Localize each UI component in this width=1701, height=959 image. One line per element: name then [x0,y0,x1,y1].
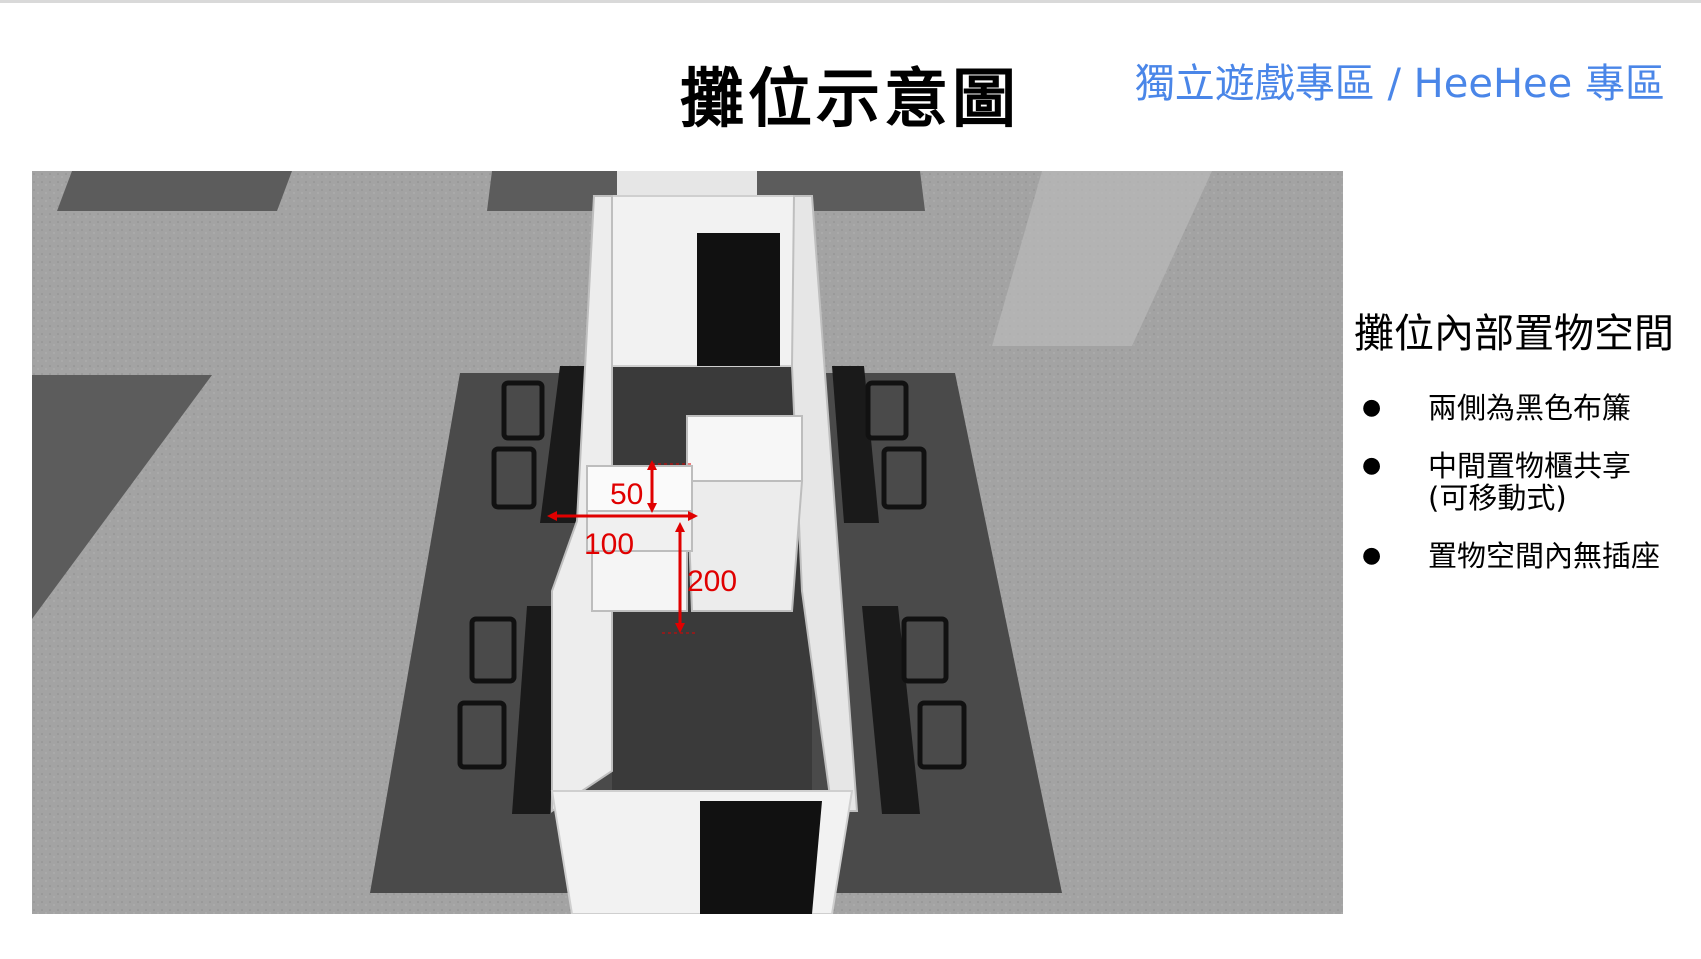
bullet-dot: ● [1362,543,1382,568]
back-booth-edge [617,171,757,196]
bullet-dot: ● [1362,395,1382,420]
bullet-dot: ● [1362,453,1382,478]
left-partition-wall [551,195,613,813]
bullet-text: 中間置物櫃共享 (可移動式) [1428,449,1632,515]
carpet-left [32,375,212,619]
dimension-label-height: 200 [687,565,737,598]
bullet-text: 兩側為黑色布簾 [1428,391,1632,425]
dimension-label-depth: 50 [610,478,643,511]
side-panel-heading: 攤位內部置物空間 [1354,311,1674,357]
bullet-item: ● 兩側為黑色布簾 [1362,392,1692,424]
top-divider [0,0,1701,3]
front-curtain [700,801,822,914]
carpet-top-left [57,171,292,211]
back-curtain [697,233,780,366]
storage-shelf-back [685,415,804,612]
chairs-left [457,380,545,770]
bullet-item: ● 中間置物櫃共享 (可移動式) [1362,450,1692,514]
section-tag: 獨立遊戲專區 / HeeHee 專區 [1134,61,1665,107]
storage-shelf-front [586,465,693,612]
bullet-item: ● 置物空間內無插座 [1362,540,1692,572]
dimension-label-width: 100 [584,528,634,561]
chairs-right [865,380,967,770]
bullet-text: 置物空間內無插座 [1428,539,1661,573]
dimension-markers [547,460,698,634]
booth-rendering: 50 100 200 [32,171,1343,914]
bullet-list: ● 兩側為黑色布簾 ● 中間置物櫃共享 (可移動式) ● 置物空間內無插座 [1362,392,1692,598]
slide-title: 攤位示意圖 [680,63,1020,137]
light-beam [992,171,1212,346]
